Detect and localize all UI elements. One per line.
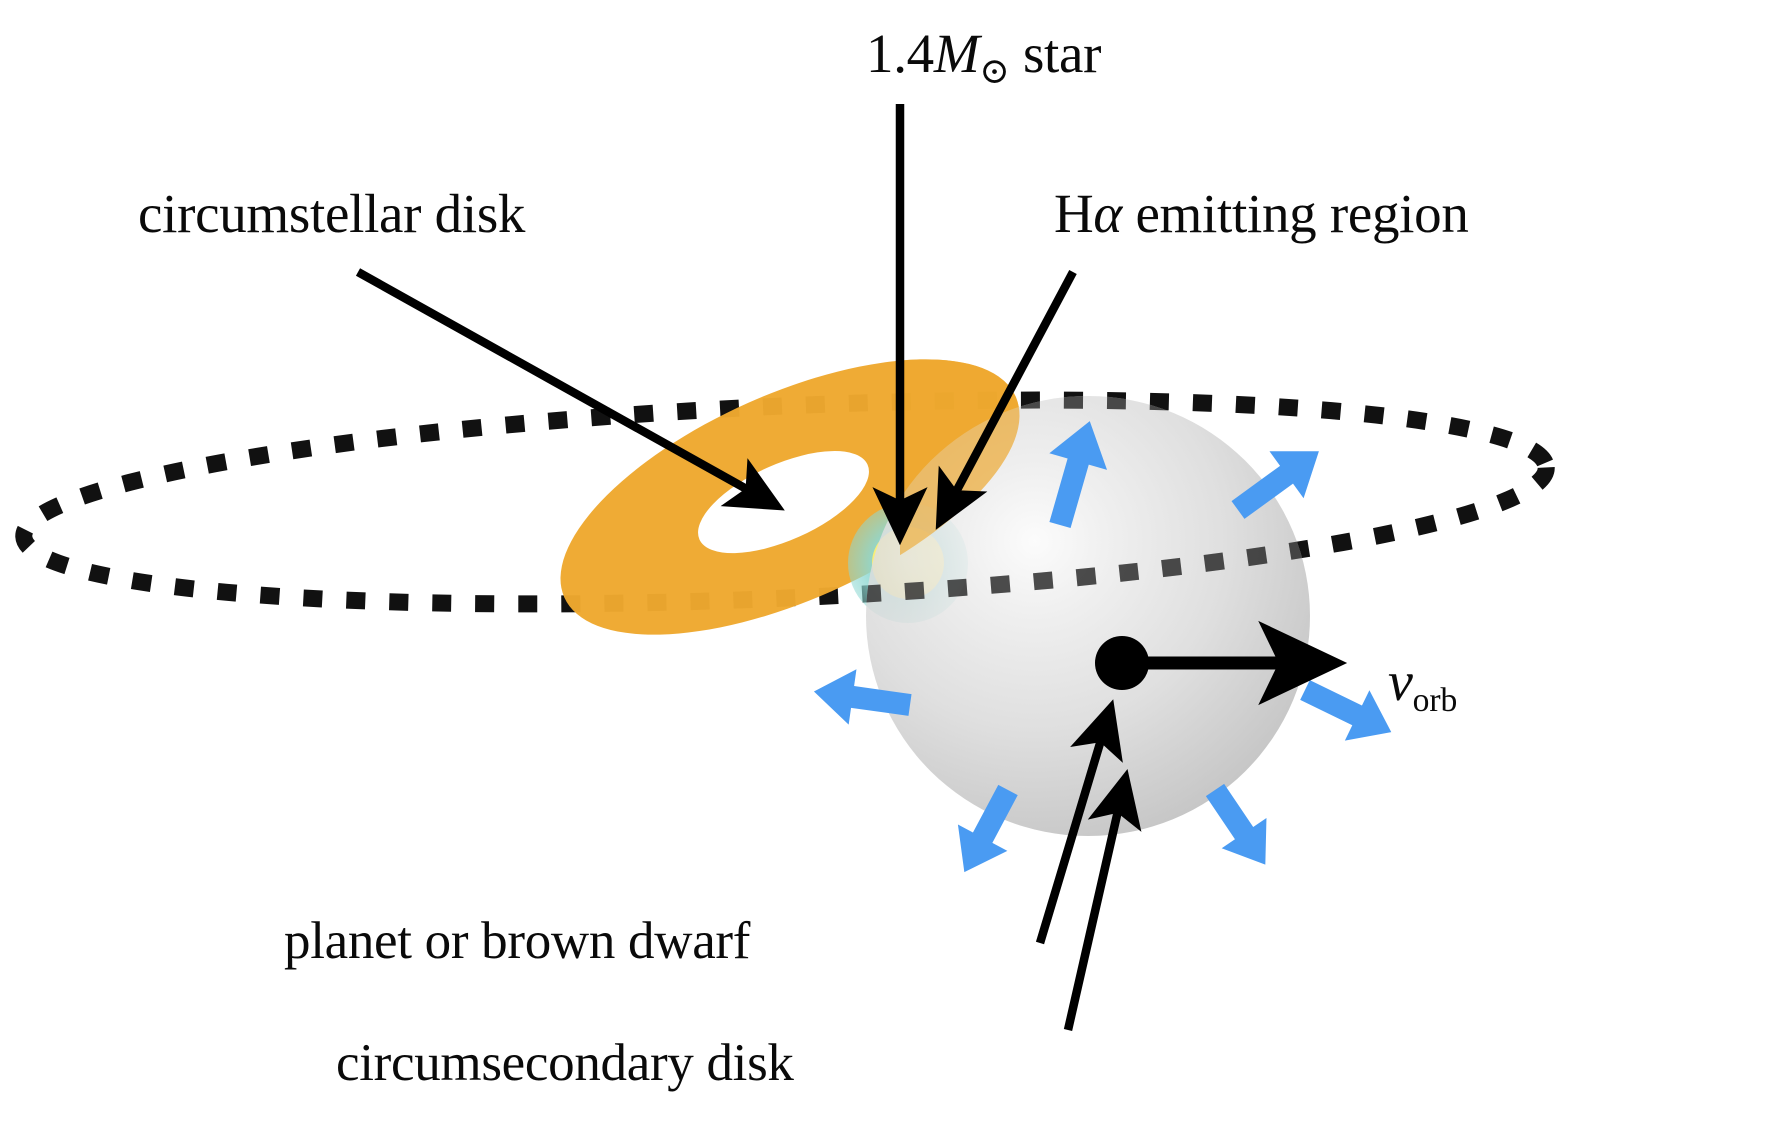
label-circumsecondary-disk: circumsecondary disk [336, 1034, 794, 1092]
label-primary-star: 1.4M⊙ star [866, 26, 1101, 89]
halpha-suffix: emitting region [1122, 183, 1469, 244]
star-mass-symbol: M [933, 23, 980, 84]
pointer-to-halpha [935, 270, 1077, 530]
blue-radial-arrow-icon [1231, 451, 1319, 519]
blue-radial-arrow-icon [1049, 421, 1108, 529]
star-label-suffix: star [1009, 23, 1102, 84]
label-halpha-region: Hα emitting region [1054, 186, 1469, 241]
blue-radial-arrow-icon [1300, 680, 1392, 741]
outflow-arrows [813, 421, 1392, 873]
pointer-to-circumstellar [355, 268, 785, 511]
pointer-to-circumsecondary [1063, 769, 1142, 1031]
greek-alpha-icon: α [1093, 183, 1122, 244]
blue-radial-arrow-icon [813, 669, 912, 725]
star-mass-value: 1.4 [866, 23, 934, 84]
velocity-subscript: orb [1412, 681, 1458, 719]
label-orbital-velocity: vorb [1388, 654, 1457, 717]
label-planet-or-brown-dwarf: planet or brown dwarf [284, 912, 751, 970]
halpha-prefix: H [1054, 183, 1094, 244]
pointer-to-planet [1035, 699, 1123, 945]
blue-radial-arrow-icon [1205, 783, 1267, 865]
blue-radial-arrow-icon [957, 784, 1018, 873]
label-circumstellar-disk: circumstellar disk [138, 183, 526, 244]
velocity-symbol: v [1388, 651, 1413, 713]
pointer-lines [355, 104, 1142, 1031]
sun-symbol-icon: ⊙ [979, 50, 1010, 91]
